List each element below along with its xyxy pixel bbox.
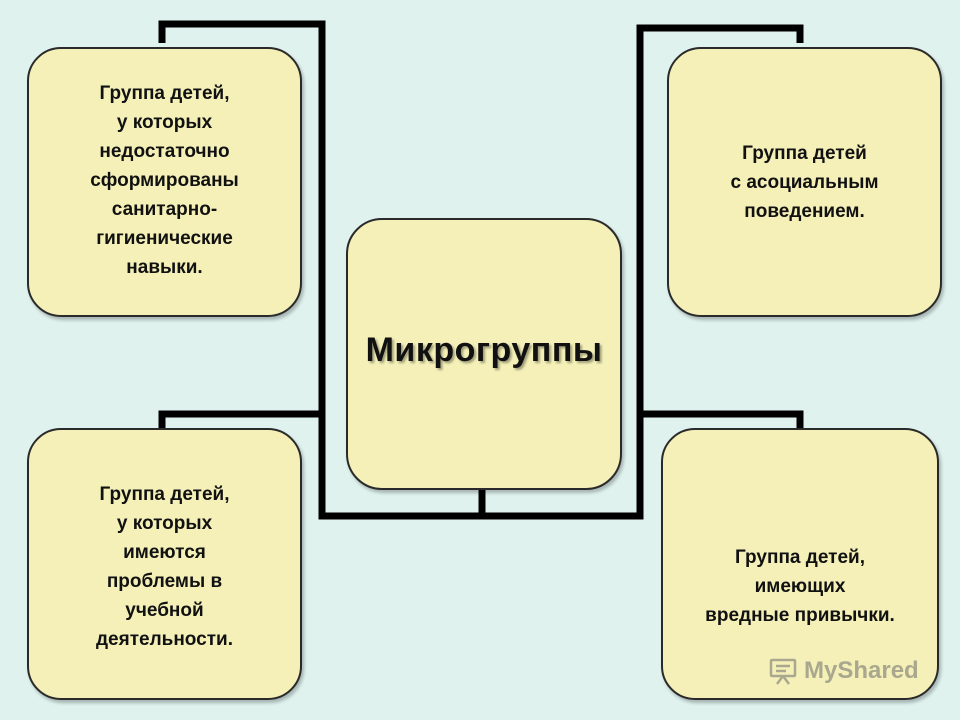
box-line: имеются	[123, 542, 206, 563]
watermark: MyShared	[768, 656, 919, 686]
box-line: учебной	[125, 600, 204, 621]
box-line: недостаточно	[99, 141, 230, 162]
box-line: Группа детей,	[99, 484, 230, 505]
box-top-left: Группа детей, у которых недостаточно сфо…	[27, 47, 302, 317]
box-line: Группа детей,	[99, 83, 230, 104]
box-line: гигиенические	[96, 228, 233, 249]
connector-top-right	[482, 24, 804, 520]
connector-bottom-right	[640, 410, 804, 430]
box-line: поведением.	[744, 200, 865, 222]
watermark-text: MyShared	[804, 657, 919, 684]
box-line: Группа детей	[742, 142, 867, 164]
box-line: с асоциальным	[730, 171, 879, 193]
box-bottom-right: Группа детей, имеющих вредные привычки.	[661, 428, 939, 700]
box-line: проблемы в	[106, 571, 223, 592]
box-line: навыки.	[126, 257, 203, 278]
connector-bottom-left	[158, 410, 325, 430]
box-line: Группа детей,	[735, 547, 865, 568]
box-center: Микрогруппы	[346, 218, 622, 490]
box-line: у которых	[116, 112, 213, 133]
presentation-board-icon	[769, 658, 797, 685]
box-line: санитарно-	[111, 199, 218, 220]
box-line: сформированы	[90, 170, 239, 191]
box-line: деятельности.	[96, 629, 233, 650]
box-line: имеющих	[754, 576, 846, 597]
box-line: вредные привычки.	[705, 605, 895, 626]
connector-top-left	[158, 20, 482, 520]
box-top-right: Группа детей с асоциальным поведением.	[667, 47, 942, 317]
box-bottom-left: Группа детей, у которых имеются проблемы…	[27, 428, 302, 700]
box-line: у которых	[116, 513, 213, 534]
center-title: Микрогруппы	[365, 330, 603, 369]
